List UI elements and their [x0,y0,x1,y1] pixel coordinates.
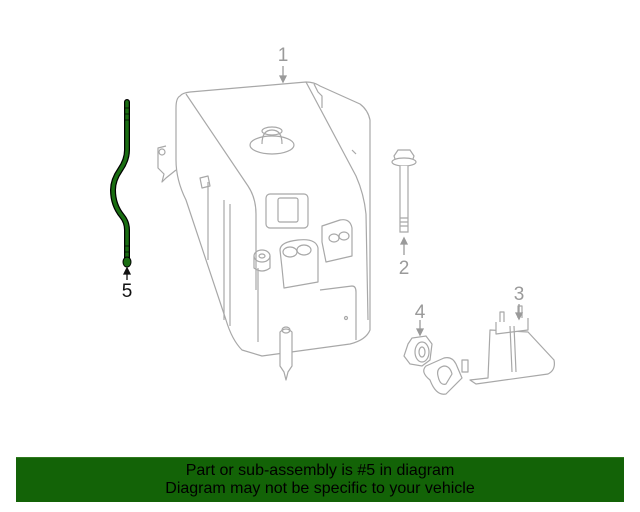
banner-line-part: Part or sub-assembly is #5 in diagram [185,462,455,479]
part-info-banner: Part or sub-assembly is #5 in diagram Di… [16,457,624,502]
bolt-part[interactable] [391,149,417,233]
callout-1[interactable]: 1 [277,45,289,66]
reservoir-tank-part[interactable] [157,81,371,381]
callout-4[interactable]: 4 [414,302,426,323]
callout-arrows [122,66,524,337]
dipstick-tube-part[interactable] [109,99,132,268]
callout-2[interactable]: 2 [398,258,410,279]
bracket-part[interactable] [423,305,555,395]
callout-3[interactable]: 3 [513,284,525,305]
banner-line-disclaimer: Diagram may not be specific to your vehi… [165,480,475,497]
callout-5[interactable]: 5 [121,281,133,302]
nut-part[interactable] [403,335,433,367]
